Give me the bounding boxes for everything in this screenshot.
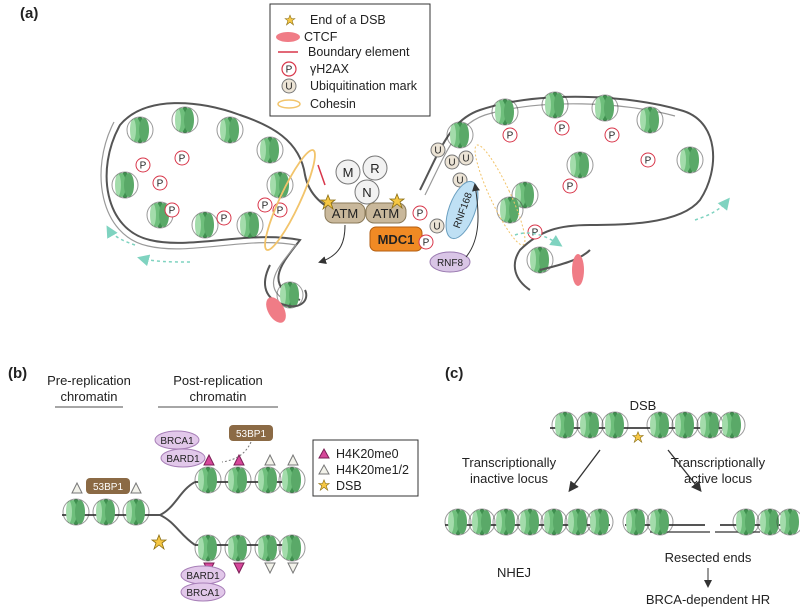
- svg-text:P: P: [262, 201, 269, 212]
- white-triangle-icon: [318, 463, 330, 475]
- brca1-bard1-top: BRCA1 BARD1: [154, 430, 206, 468]
- tag-53bp1-left: 53BP1: [86, 478, 130, 494]
- panel-b-label: (b): [8, 365, 27, 382]
- resected-ends-label: Resected ends: [665, 550, 752, 565]
- brca-hr-label: BRCA-dependent HR: [646, 592, 770, 607]
- nhej-label: NHEJ: [497, 565, 531, 580]
- svg-text:BARD1: BARD1: [166, 454, 200, 465]
- svg-text:P: P: [179, 154, 186, 165]
- pink-triangle-icon: [318, 447, 330, 459]
- p-circle-icon: [281, 61, 297, 77]
- svg-text:P: P: [423, 238, 430, 249]
- legend-item-cohesin: Cohesin: [310, 97, 356, 111]
- post-replication-label-1: Post-replication: [173, 373, 263, 388]
- legend-item-dsb: End of a DSB: [310, 13, 386, 27]
- brca1-bard1-bottom: BARD1 BRCA1: [180, 565, 226, 602]
- top-fiber-c: [550, 411, 746, 439]
- svg-text:P: P: [507, 131, 514, 142]
- svg-text:P: P: [559, 124, 566, 135]
- left-chromatin-loop: [100, 102, 346, 309]
- mrn-complex: M R N: [335, 155, 388, 205]
- u-glyph: U: [285, 82, 292, 93]
- svg-text:P: P: [645, 156, 652, 167]
- legend-dsb: DSB: [336, 479, 362, 493]
- svg-text:P: P: [140, 161, 147, 172]
- panel-a-label: (a): [20, 5, 38, 22]
- rnf8-box: RNF8: [429, 251, 471, 273]
- panel-a-legend: End of a DSB CTCF Boundary element P γH2…: [269, 3, 431, 117]
- pre-replication-label-2: chromatin: [60, 389, 117, 404]
- svg-text:53BP1: 53BP1: [236, 429, 266, 440]
- legend-item-boundary: Boundary element: [308, 45, 410, 59]
- panel-c-label: (c): [445, 365, 463, 382]
- svg-text:BRCA1: BRCA1: [160, 436, 194, 447]
- svg-text:BRCA1: BRCA1: [186, 588, 220, 599]
- svg-text:P: P: [417, 209, 424, 220]
- legend-item-ubiquitination: Ubiquitination mark: [310, 79, 418, 93]
- cohesin-ring-right: [474, 144, 526, 246]
- atm-arrow: [318, 224, 346, 264]
- post-replication-label-2: chromatin: [189, 389, 246, 404]
- ubiquitin-marks: U U U U U: [429, 142, 474, 234]
- svg-text:U: U: [448, 158, 455, 169]
- svg-text:P: P: [567, 182, 574, 193]
- svg-text:53BP1: 53BP1: [93, 482, 123, 493]
- inactive-fiber-c: [444, 508, 614, 536]
- ctcf-ellipse-icon: [276, 32, 300, 42]
- post-replication-top-fiber: [194, 453, 306, 494]
- svg-text:P: P: [532, 228, 539, 239]
- u-circle-icon: [281, 78, 297, 94]
- svg-text:U: U: [462, 154, 469, 165]
- mdc1-box: MDC1: [369, 226, 423, 252]
- svg-text:U: U: [434, 146, 441, 157]
- rnf168-box: RNF168: [445, 180, 479, 240]
- active-locus-label-1: Transcriptionally: [671, 455, 766, 470]
- svg-text:P: P: [609, 131, 616, 142]
- dsb-star-b: [151, 534, 167, 550]
- svg-text:MDC1: MDC1: [378, 232, 415, 247]
- inactive-locus-label-2: inactive locus: [470, 471, 549, 486]
- svg-text:N: N: [362, 185, 371, 200]
- legend-item-gh2ax: γH2AX: [310, 62, 350, 76]
- inactive-locus-label-1: Transcriptionally: [462, 455, 557, 470]
- pre-replication-label-1: Pre-replication: [47, 373, 131, 388]
- svg-text:U: U: [433, 222, 440, 233]
- atm-left: ATM: [324, 202, 366, 224]
- arrow-to-inactive: [568, 449, 601, 493]
- arrow-to-active: [667, 449, 702, 493]
- dsb-label: DSB: [630, 398, 657, 413]
- svg-text:P: P: [221, 214, 228, 225]
- resected-fiber-left: [622, 508, 710, 536]
- svg-text:BARD1: BARD1: [186, 571, 220, 582]
- svg-text:P: P: [169, 206, 176, 217]
- cohesin-ring-left: [264, 149, 316, 251]
- rnf8-arrow: [465, 183, 480, 258]
- ctcf-left: [266, 297, 286, 323]
- svg-text:RNF8: RNF8: [437, 258, 464, 269]
- resected-fiber-right: [715, 508, 800, 536]
- ctcf-right: [572, 254, 584, 286]
- post-replication-bottom-fiber: [194, 534, 306, 575]
- svg-text:U: U: [456, 176, 463, 187]
- right-p-marks: P P P P P P: [502, 120, 656, 240]
- legend-item-ctcf: CTCF: [304, 30, 338, 44]
- atm-right: ATM: [365, 202, 407, 224]
- svg-text:M: M: [343, 165, 354, 180]
- svg-text:ATM: ATM: [332, 206, 358, 221]
- p-glyph: P: [286, 65, 293, 76]
- boundary-left: [317, 164, 326, 186]
- cohesin-ring-icon: [277, 99, 301, 109]
- tag-53bp1-top: 53BP1: [229, 425, 273, 441]
- legend-h4k20me12: H4K20me1/2: [336, 463, 409, 477]
- p-near-mdc1: P P: [412, 205, 434, 250]
- svg-text:R: R: [370, 161, 379, 176]
- svg-text:P: P: [277, 206, 284, 217]
- dsb-star-c: [632, 431, 644, 443]
- panel-b-legend: H4K20me0 H4K20me1/2 DSB: [312, 439, 419, 497]
- legend-h4k20me0: H4K20me0: [336, 447, 399, 461]
- svg-text:ATM: ATM: [373, 206, 399, 221]
- left-p-marks: P P P P P P P: [135, 150, 288, 226]
- svg-text:P: P: [157, 179, 164, 190]
